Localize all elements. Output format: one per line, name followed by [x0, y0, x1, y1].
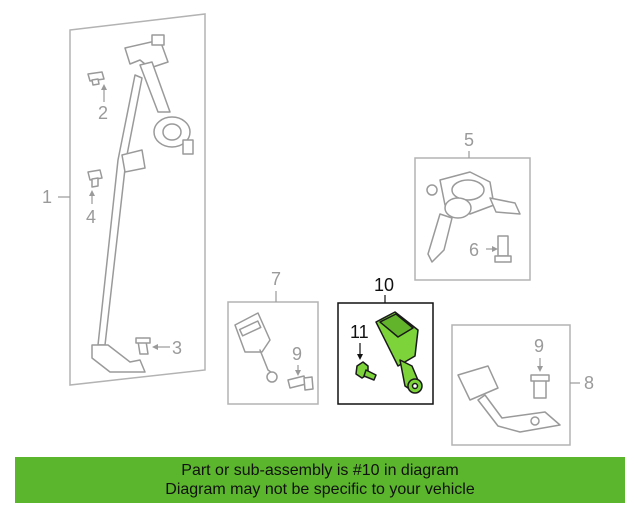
panel-retractor: 5 6 [414, 130, 531, 281]
buckle-10-highlighted[interactable] [375, 311, 423, 394]
panel-buckle-7: 7 9 [227, 269, 319, 405]
callout-6: 6 [469, 240, 479, 260]
bolt-3 [135, 337, 170, 355]
callout-4: 4 [86, 207, 96, 227]
bolt-11-highlighted[interactable] [355, 361, 377, 381]
banner-line-part: Part or sub-assembly is #10 in diagram [181, 462, 459, 479]
callout-7: 7 [271, 269, 281, 289]
bolt-6 [486, 235, 512, 263]
bolt-2 [87, 71, 107, 102]
callout-10: 10 [374, 275, 394, 295]
callout-3: 3 [172, 338, 182, 358]
bolt-9-right [530, 358, 550, 399]
callout-9-left: 9 [292, 344, 302, 364]
callout-5: 5 [464, 130, 474, 150]
belt-guide [121, 149, 146, 173]
panel-buckle-8: 9 8 [451, 324, 594, 446]
lower-anchor [91, 344, 146, 373]
bolt-9-left [287, 365, 314, 391]
upper-bolt [151, 34, 165, 46]
buckle-8 [457, 365, 499, 401]
buckle-7 [234, 312, 271, 353]
callout-2: 2 [98, 103, 108, 123]
bolt-4 [87, 169, 103, 204]
info-banner: Part or sub-assembly is #10 in diagram D… [15, 457, 625, 503]
callout-8: 8 [584, 373, 594, 393]
callout-1: 1 [42, 187, 52, 207]
panel-buckle-10[interactable]: 10 11 [337, 275, 434, 405]
panel-seat-belt-assembly: 2 4 3 1 [42, 13, 206, 386]
callout-11: 11 [350, 322, 369, 342]
callout-9-right: 9 [534, 336, 544, 356]
banner-line-disclaimer: Diagram may not be specific to your vehi… [165, 481, 475, 498]
